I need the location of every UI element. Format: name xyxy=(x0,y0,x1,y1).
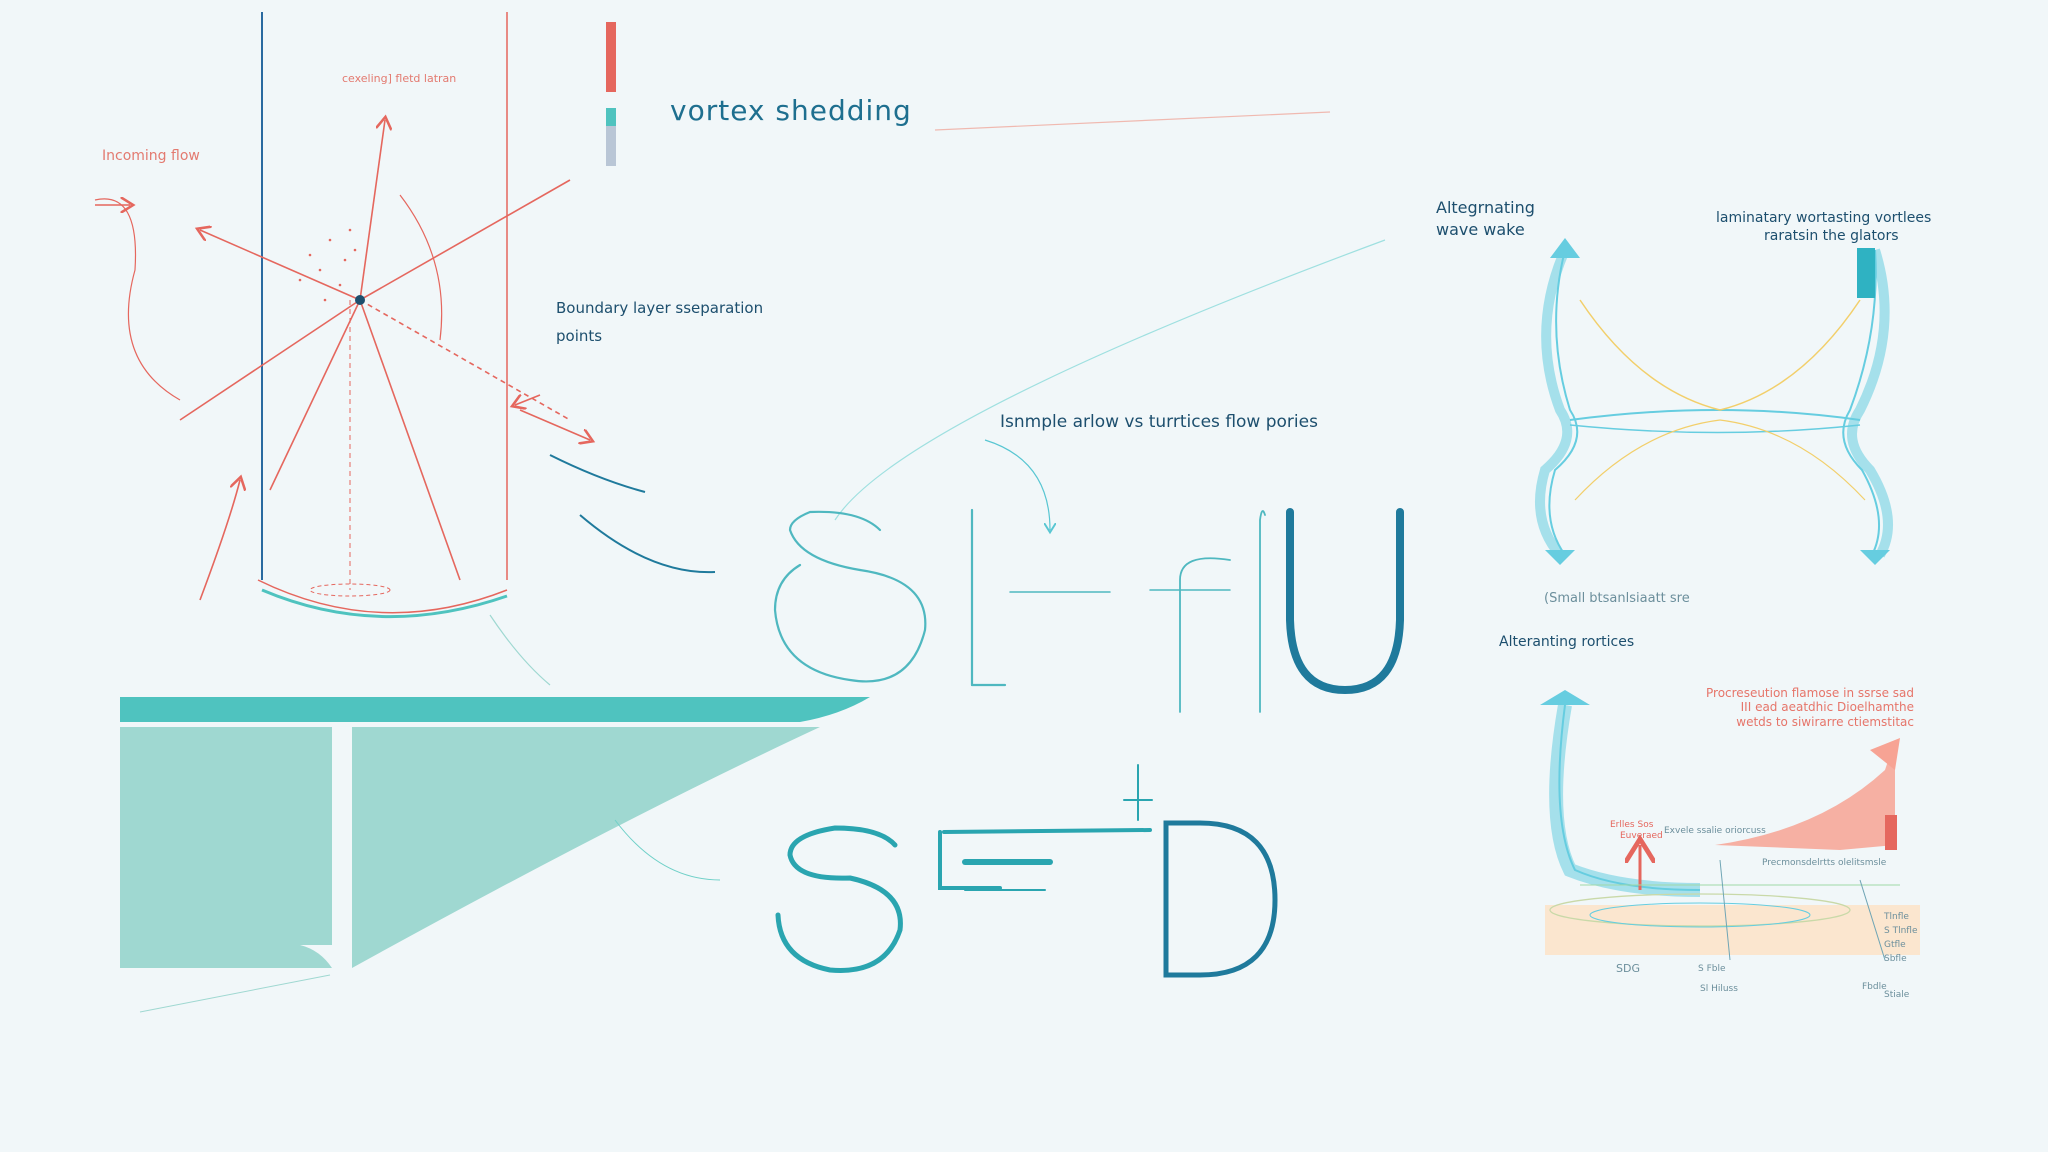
coral-annotation: Procreseution flamose in ssrse sad III e… xyxy=(1706,686,1914,729)
vortex-annotation: Gtfle xyxy=(1884,940,1906,950)
formula-strouhal xyxy=(773,508,1404,713)
title-underline xyxy=(934,111,1331,131)
diagram-title: vortex shedding xyxy=(670,94,912,127)
vortex-annotation: Precmonsdelrtts olelitsmsle xyxy=(1762,858,1887,868)
sample-arrow-label: Isnmple arlow vs turrtices flow pories xyxy=(1000,412,1318,432)
laminatary-label-line1: laminatary wortasting vortlees xyxy=(1716,210,1932,226)
alternating-wake-label-line1: Altegrnating xyxy=(1436,198,1535,217)
incoming-flow-label: Incoming flow xyxy=(102,148,200,164)
arrow-up-icon xyxy=(1550,238,1580,258)
cylinder-top-label: cexeling] fletd latran xyxy=(342,72,457,85)
small-wake-label: (Small btsanlsiaatt sre xyxy=(1544,591,1690,606)
vortex-annotation: SDG xyxy=(1616,962,1640,975)
cylinder-figure xyxy=(257,12,508,619)
vortex-annotation: Sl Hiluss xyxy=(1700,984,1738,994)
vortex-annotation: Erlles Sos xyxy=(1610,820,1654,830)
arrow-down-icon xyxy=(1860,550,1890,565)
vortex-annotation: Fbdle xyxy=(1862,982,1887,992)
wake-curve xyxy=(579,514,716,574)
alternating-wake-label-line2: wave wake xyxy=(1436,220,1525,239)
vortex-annotation: S Fble xyxy=(1698,964,1726,974)
teal-block-graphic xyxy=(120,697,870,1013)
alternating-vortices-label: Alteranting rortices xyxy=(1499,634,1635,650)
wake-curve xyxy=(549,454,646,493)
wake-flow-diagram xyxy=(1535,247,1893,559)
vortex-burst-icon xyxy=(94,120,590,601)
boundary-layer-label-line1: Boundary layer sseparation xyxy=(556,299,764,317)
vortex-annotation: S Tlnfle xyxy=(1884,926,1918,936)
laminatary-label-line2: raratsin the glators xyxy=(1764,228,1899,244)
vortex-annotation: Tlnfle xyxy=(1884,912,1909,922)
particle-cloud xyxy=(298,228,357,302)
vortex-street-diagram xyxy=(1540,690,1920,961)
legend-color-bar-icon xyxy=(606,22,616,166)
vortex-annotation: Euveraed xyxy=(1620,831,1663,841)
arrow-down-icon xyxy=(1545,550,1575,565)
formula-diameter xyxy=(775,764,1278,978)
boundary-layer-label-line2: points xyxy=(556,327,603,345)
vortex-annotation: Stiale xyxy=(1884,990,1910,1000)
vortex-annotation: Exvele ssalie oriorcuss xyxy=(1664,826,1766,836)
vortex-annotation: Sbfle xyxy=(1884,954,1907,964)
guide-curve xyxy=(834,239,1386,521)
sample-arrow xyxy=(984,439,1050,530)
